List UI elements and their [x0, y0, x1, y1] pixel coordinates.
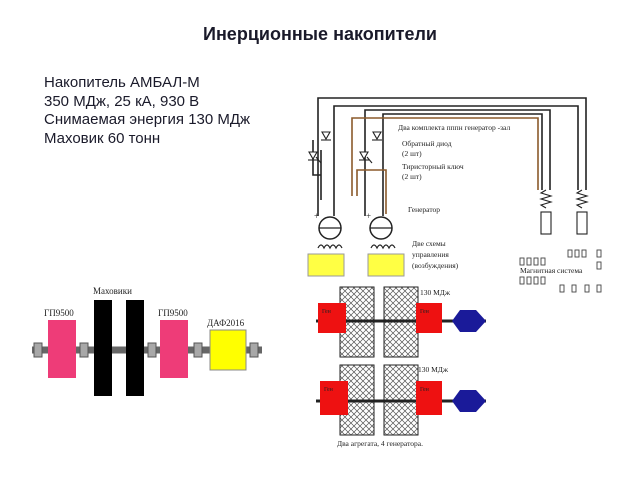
circuit-wires [312, 97, 587, 216]
energy-top-label: 130 МДж [420, 288, 451, 297]
diode-2-symbol [372, 131, 382, 141]
generator-symbols: + + [314, 211, 393, 240]
gen-tag-4: Ген [420, 387, 430, 393]
spec-line-ratings: 350 МДж, 25 кА, 930 В [44, 92, 200, 110]
resistor-right [576, 211, 588, 235]
gen-right-label: ГП9500 [158, 308, 188, 318]
agg-gen-top-right [416, 303, 442, 333]
control-box-2 [367, 253, 405, 277]
agg-motor-bottom [452, 390, 486, 412]
agg-gen-top-left [318, 303, 346, 333]
magnet-coils [539, 189, 589, 235]
shaft-couplings [33, 342, 259, 358]
generator-label: Генератор [408, 205, 440, 214]
generator-right [160, 320, 188, 378]
motor-daf [209, 329, 247, 371]
inductor-right [575, 189, 589, 209]
control-line-1: Две схемы [412, 239, 446, 248]
flywheel-2 [126, 300, 144, 396]
agg-gen-bottom-right [416, 381, 442, 415]
field-coil-1 [317, 244, 343, 250]
control-line-2: управления [412, 250, 449, 259]
diode-1-symbol [321, 131, 331, 141]
gen-tag-2: Ген [420, 309, 430, 315]
plus-sign-1: + [314, 211, 319, 221]
agg-motor-top [452, 310, 486, 332]
diode-label: Обратный диод [402, 139, 452, 148]
thyristor-1-symbol [308, 151, 318, 161]
magnet-system-blocks [519, 249, 602, 293]
control-line-3: (возбуждения) [412, 261, 459, 270]
inductor-left [539, 189, 553, 209]
diode-thyristor-set [308, 131, 382, 164]
flywheel-assembly: Маховики ГП9500 ГП9500 ДАФ2016 [32, 286, 262, 396]
excitation-controls [307, 244, 405, 277]
specs-block: Накопитель АМБАЛ-М 350 МДж, 25 кА, 930 В… [44, 74, 250, 148]
spec-line-name: Накопитель АМБАЛ-М [44, 74, 200, 91]
gen-tag-1: Ген [322, 309, 332, 315]
spec-line-energy: Снимаемая энергия 130 МДж [44, 111, 251, 128]
slide-title: Инерционные накопители [203, 24, 437, 44]
aggregates-caption: Два агрегата, 4 генератора. [337, 439, 423, 448]
energy-bottom-label: 130 МДж [418, 365, 449, 374]
control-box-1 [307, 253, 345, 277]
resistor-left [540, 211, 552, 235]
field-coil-2 [370, 244, 396, 250]
thyristor-2-symbol [359, 151, 369, 161]
spec-line-mass: Маховик 60 тонн [44, 129, 161, 147]
circuit-labels: Два комплекта пппн генератор -зал Обратн… [398, 123, 583, 275]
gen-left-label: ГП9500 [44, 308, 74, 318]
magnet-label: Магнитная система [520, 266, 583, 275]
generator-left [48, 320, 76, 378]
flywheel-1 [94, 300, 112, 396]
agg-gen-bottom-left [320, 381, 348, 415]
gen-tag-3: Ген [324, 387, 334, 393]
flywheels-label: Маховики [93, 286, 132, 296]
diode-count: (2 шт) [402, 149, 422, 158]
thyristor-label: Тиристорный ключ [402, 162, 464, 171]
kits-label: Два комплекта пппн генератор -зал [398, 123, 510, 132]
motor-label: ДАФ2016 [207, 318, 245, 328]
aggregates: Ген Ген Ген Ген 130 МДж 130 МДж Два агре… [316, 286, 486, 448]
thyristor-count: (2 шт) [402, 172, 422, 181]
plus-sign-2: + [366, 211, 371, 221]
